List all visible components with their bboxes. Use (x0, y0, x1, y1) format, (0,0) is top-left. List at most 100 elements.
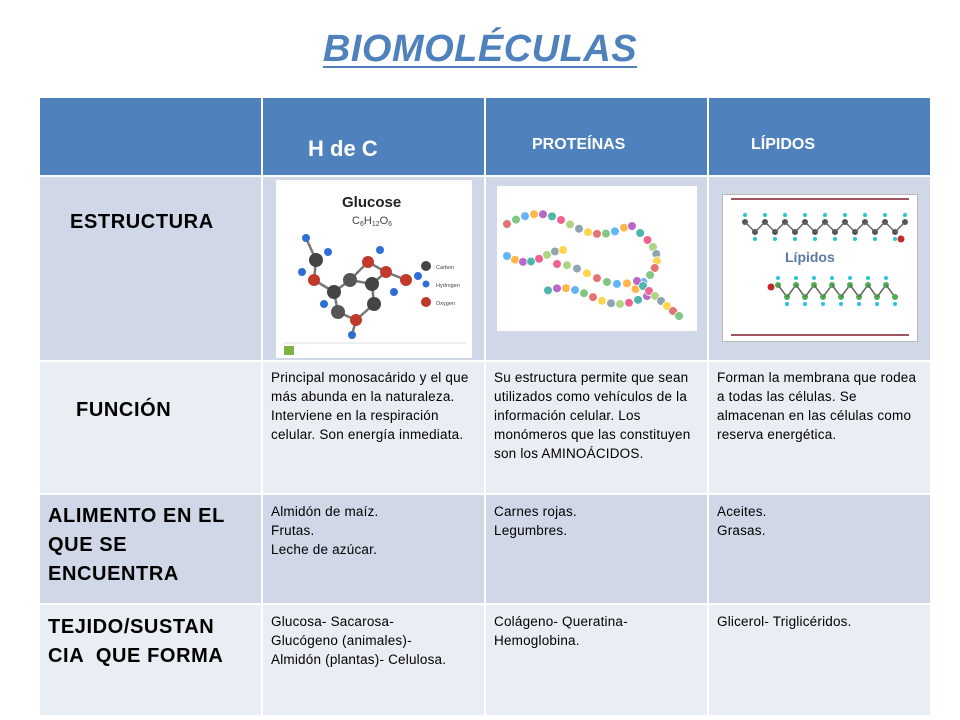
oxygen-atom (361, 256, 374, 268)
lipid-hydrogen (784, 302, 789, 306)
glucose-image: Glucose C6H12O6 (275, 180, 472, 358)
label-cell-estructura: ESTRUCTURA (38, 175, 263, 362)
amino-acid-bead (509, 254, 520, 265)
funcion-hdc-text: Principal monosacárido y el que más abun… (271, 370, 469, 442)
hydrogen-atom (375, 246, 384, 254)
alimento-hdc-text: Almidón de maíz. Frutas. Leche de azúcar… (263, 495, 484, 559)
legend-hydrogen: Hydrogen (436, 283, 460, 289)
lipid-hydrogen (865, 276, 870, 280)
amino-acid-bead (601, 277, 612, 287)
alimento-hdc-item: Frutas. (271, 523, 315, 538)
carbon-atom (308, 253, 323, 267)
amino-acid-bead (644, 270, 655, 280)
lipid-hydrogen (820, 302, 825, 306)
amino-acid-bead (618, 222, 629, 233)
amino-acid-bead (528, 209, 539, 220)
carbon-atom (366, 297, 381, 311)
alimento-proteinas-item: Legumbres. (494, 523, 568, 538)
alimento-lipidos-item: Aceites. (717, 504, 767, 519)
funcion-lipidos-cell: Forman la membrana que rodea a todas las… (707, 360, 932, 495)
alimento-hdc-cell: Almidón de maíz. Frutas. Leche de azúcar… (261, 493, 486, 605)
header-hdc-cell: H de C (261, 96, 486, 177)
lipid-image: Lípidos (721, 194, 918, 342)
lipid-hydrogen (882, 213, 887, 217)
lipid-hydrogen (802, 302, 807, 306)
lipid-hydrogen (802, 213, 807, 217)
lipid-hydrogen (862, 213, 867, 217)
hydrogen-atom (347, 331, 356, 339)
lipid-hydrogen (874, 302, 879, 306)
amino-acid-bead (578, 288, 589, 298)
row-label-tejido-line: CIA QUE FORMA (48, 645, 224, 667)
lipid-oxygen (897, 235, 904, 243)
header-empty-cell (38, 96, 263, 177)
amino-acid-bead (561, 260, 572, 271)
funcion-hdc-cell: Principal monosacárido y el que más abun… (261, 360, 486, 495)
amino-acid-bead (549, 246, 560, 257)
row-label-alimento: ALIMENTO EN EL QUE SE ENCUENTRA (40, 495, 261, 589)
lipid-molecule-illustration: Lípidos (730, 198, 909, 336)
header-proteinas-cell: PROTEÍNAS (484, 96, 709, 177)
lipid-hydrogen (793, 276, 798, 280)
amino-acid-bead (564, 219, 575, 230)
protein-image-cell (484, 175, 709, 362)
tejido-hdc-item: Glucosa- Sacarosa- (271, 614, 394, 629)
amino-acid-bead (591, 229, 602, 239)
amino-acid-bead (596, 295, 607, 306)
lipid-hydrogen (847, 276, 852, 280)
oxygen-atom (307, 274, 320, 286)
glucose-formula: C6H12O6 (352, 215, 392, 228)
tejido-hdc-text: Glucosa- Sacarosa- Glucógeno (animales)-… (263, 605, 484, 669)
carbon-atom (342, 273, 357, 287)
lipidos-label: Lípidos (785, 249, 835, 265)
amino-acid-bead (573, 223, 584, 234)
lipid-hydrogen (842, 213, 847, 217)
amino-acid-bead (560, 283, 571, 293)
protein-image (496, 186, 697, 331)
glucose-title: Glucose (342, 194, 401, 211)
tejido-lipidos-text: Glicerol- Triglicéridos. (709, 605, 930, 631)
amino-acid-bead (557, 245, 568, 255)
row-label-tejido: TEJIDO/SUSTAN CIA QUE FORMA (40, 605, 261, 671)
legend-carbon: Carbon (436, 265, 454, 271)
glucose-image-cell: Glucose C6H12O6 (261, 175, 486, 362)
legend-oxygen: Oxygen (436, 301, 455, 307)
funcion-proteinas-text: Su estructura permite que sean utilizado… (494, 370, 691, 461)
amino-acid-bead (591, 273, 602, 283)
amino-acid-bead (546, 211, 557, 222)
tejido-proteinas-cell: Colágeno- Queratina- Hemoglobina. (484, 603, 709, 717)
glucose-molecule-illustration: Glucose C6H12O6 (283, 194, 466, 355)
tejido-hdc-item: Glucógeno (animales)- (271, 633, 412, 648)
lipid-hydrogen (902, 213, 907, 217)
lipid-hydrogen (775, 276, 780, 280)
alimento-lipidos-text: Aceites. Grasas. (709, 495, 930, 540)
amino-acid-bead (501, 219, 512, 229)
lipid-hydrogen (838, 302, 843, 306)
tejido-hdc-item: Almidón (plantas)- Celulosa. (271, 652, 447, 667)
alimento-proteinas-text: Carnes rojas. Legumbres. (486, 495, 707, 540)
row-label-alimento-line: QUE SE (48, 534, 128, 556)
lipid-hydrogen (832, 237, 837, 241)
amino-acid-bead (587, 292, 598, 302)
lipid-hydrogen (772, 237, 777, 241)
header-lipidos-cell: LÍPIDOS (707, 96, 932, 177)
tejido-proteinas-item: Colágeno- Queratina- (494, 614, 628, 629)
tejido-lipidos-cell: Glicerol- Triglicéridos. (707, 603, 932, 717)
amino-acid-bead (537, 209, 548, 220)
amino-acid-bead (551, 259, 562, 269)
label-cell-alimento: ALIMENTO EN EL QUE SE ENCUENTRA (38, 493, 263, 605)
lipid-hydrogen (872, 237, 877, 241)
label-cell-funcion: FUNCIÓN (38, 360, 263, 495)
tejido-proteinas-item: Hemoglobina. (494, 633, 580, 648)
lipid-hydrogen (812, 237, 817, 241)
lipid-hydrogen (811, 276, 816, 280)
lipid-hydrogen (752, 237, 757, 241)
carbon-atom (364, 277, 379, 291)
lipid-hydrogen (792, 237, 797, 241)
funcion-proteinas-cell: Su estructura permite que sean utilizado… (484, 360, 709, 495)
amino-acid-bead (621, 278, 632, 289)
amino-acid-bead (501, 251, 512, 261)
lipid-hydrogen (742, 213, 747, 217)
lipid-hydrogen (856, 302, 861, 306)
lipid-hydrogen (883, 276, 888, 280)
